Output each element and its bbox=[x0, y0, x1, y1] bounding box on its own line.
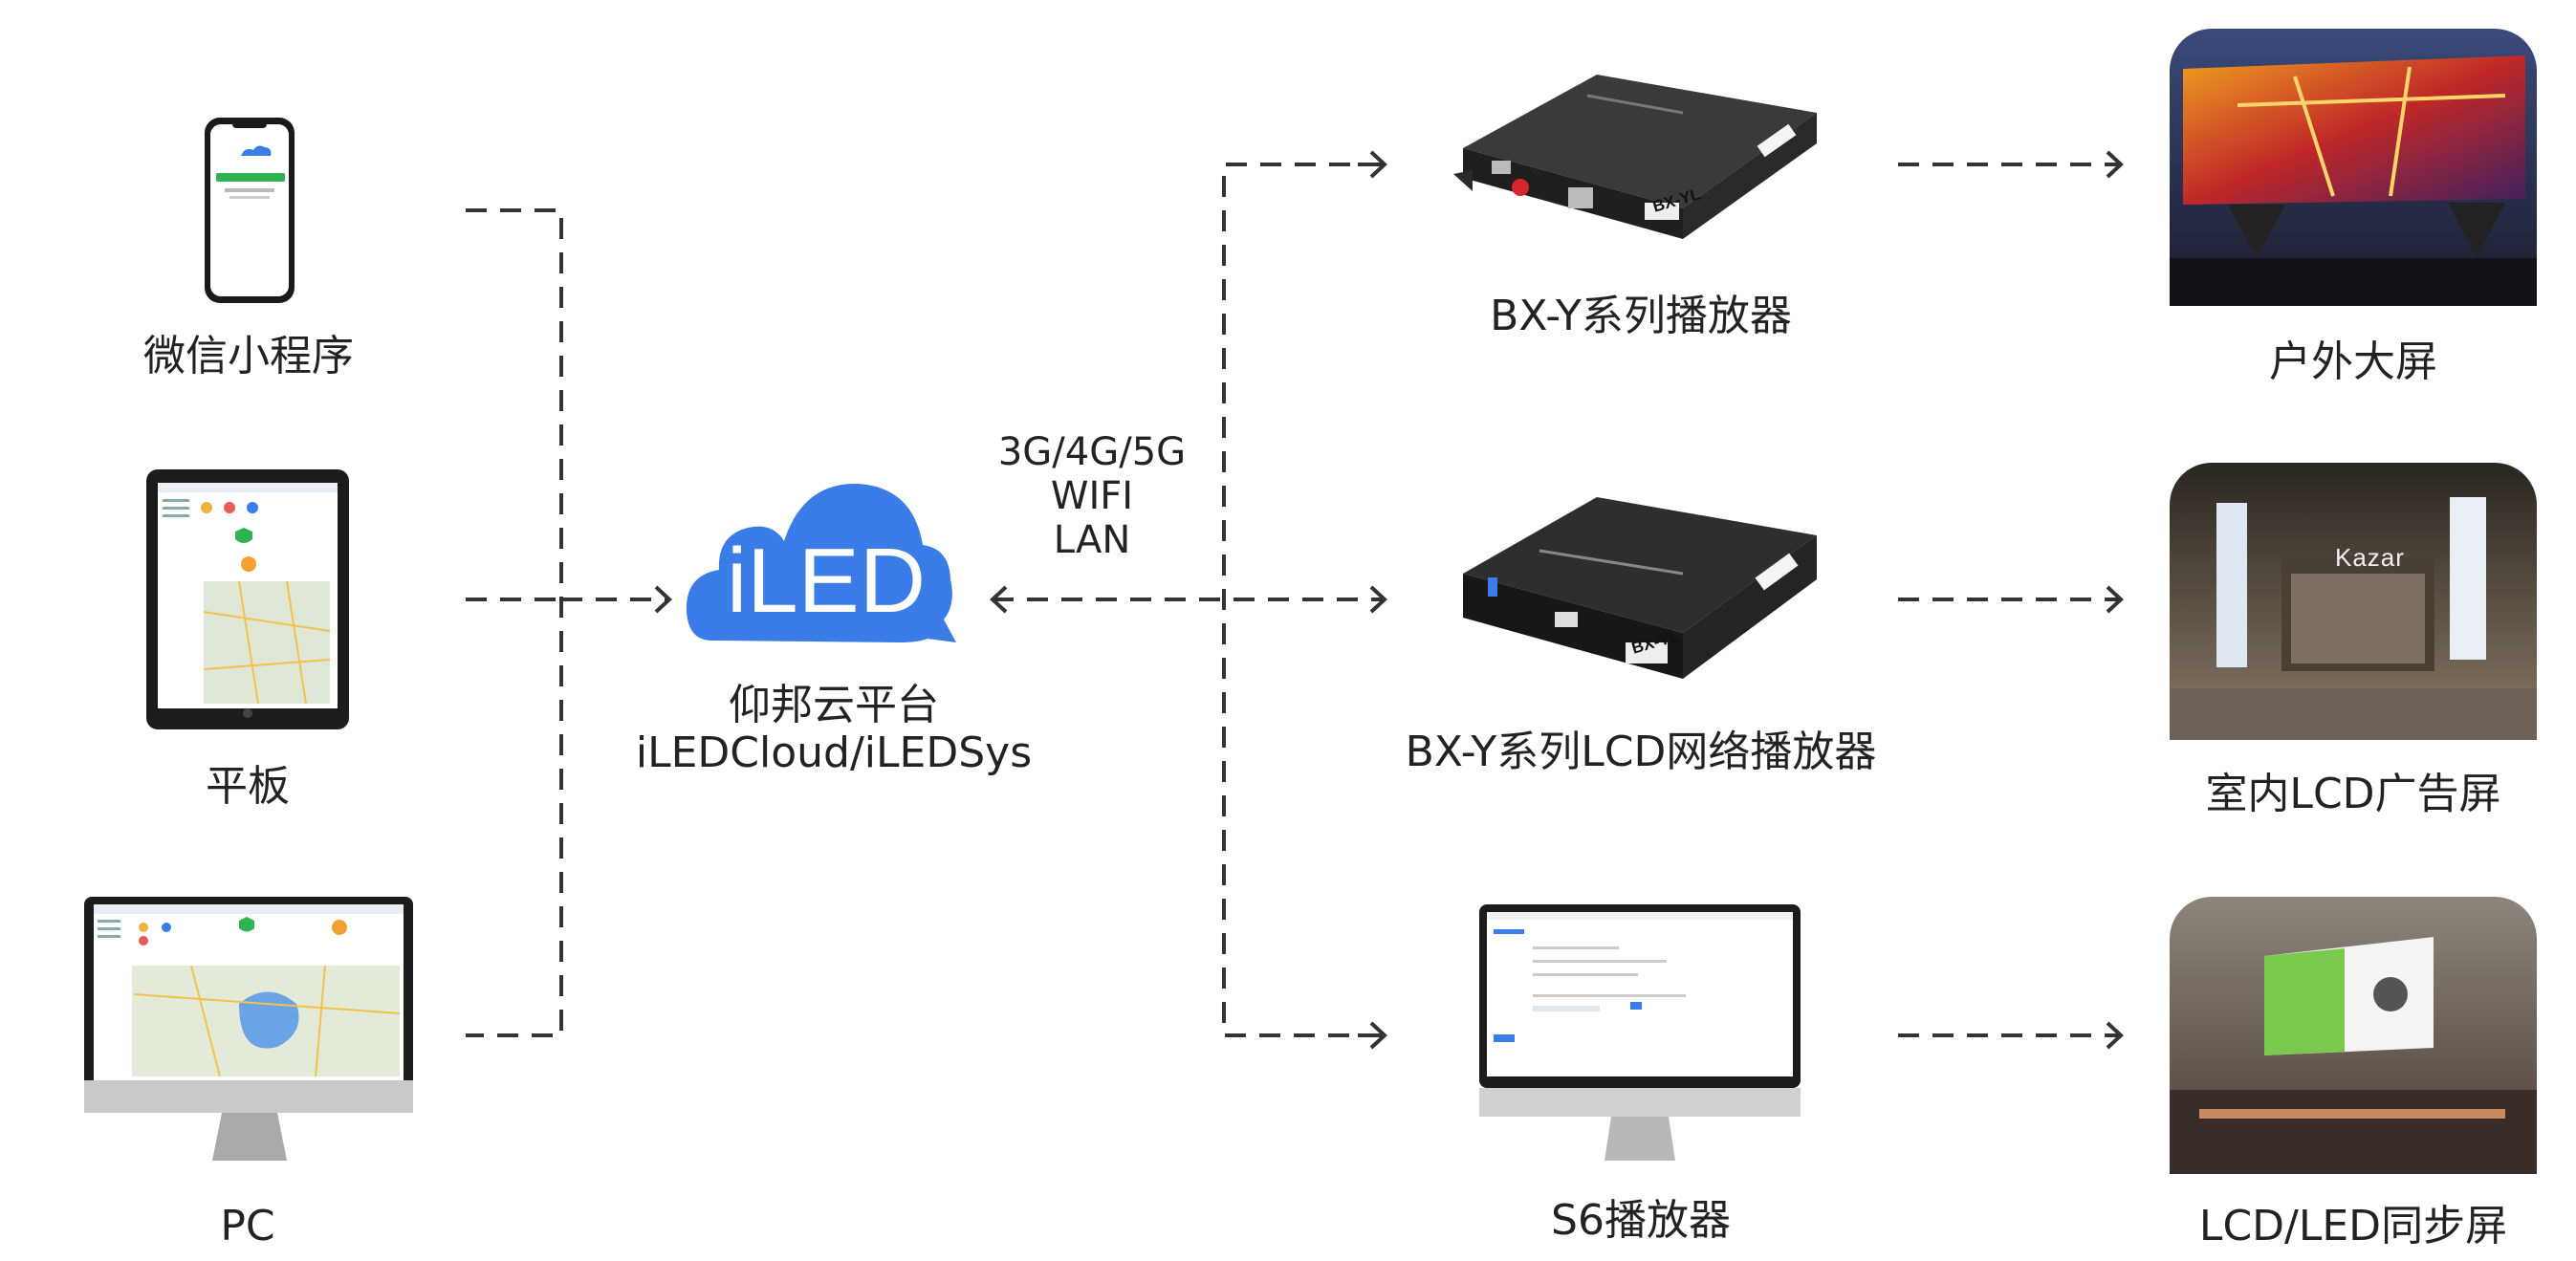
connector-players-bus bbox=[1222, 163, 1385, 1037]
usb-port-icon bbox=[1488, 577, 1497, 597]
sync-screen-photo bbox=[2170, 897, 2537, 1174]
outdoor-screen-photo bbox=[2170, 29, 2537, 306]
phone-device bbox=[205, 118, 295, 303]
s6-player-label: S6播放器 bbox=[1551, 1196, 1731, 1245]
tablet-label: 平板 bbox=[206, 762, 290, 811]
shield-icon bbox=[235, 528, 252, 543]
indoor-lcd-label: 室内LCD广告屏 bbox=[2205, 770, 2501, 818]
bxy-player-device bbox=[1453, 75, 1817, 239]
s6-player-device bbox=[1479, 904, 1801, 1161]
cloud-mini-icon bbox=[241, 145, 272, 156]
tablet-device bbox=[146, 469, 349, 729]
iled-cloud-logo bbox=[686, 483, 956, 642]
antenna-connector-icon bbox=[1512, 179, 1529, 196]
storefront-sign: Kazar bbox=[2335, 543, 2405, 572]
iled-logo-text: iLED bbox=[726, 530, 927, 632]
client-connectors bbox=[466, 208, 672, 1037]
indoor-lcd-photo bbox=[2170, 463, 2537, 740]
platform-name: 仰邦云平台 bbox=[729, 681, 939, 729]
link-lan: LAN bbox=[1053, 518, 1131, 562]
bxy-lcd-player-label: BX-Y系列LCD网络播放器 bbox=[1405, 728, 1877, 776]
sync-screen-label: LCD/LED同步屏 bbox=[2198, 1202, 2508, 1250]
bxy-player-label: BX-Y系列播放器 bbox=[1490, 292, 1792, 340]
platform-system: iLEDCloud/iLEDSys bbox=[635, 728, 1033, 777]
pc-device bbox=[84, 897, 413, 1161]
connector-clients-bus bbox=[466, 208, 563, 1037]
outdoor-screen-label: 户外大屏 bbox=[2269, 337, 2437, 386]
wechat-miniprogram-label: 微信小程序 bbox=[143, 332, 354, 380]
bxy-lcd-player-device bbox=[1463, 497, 1817, 679]
link-mobile-networks: 3G/4G/5G bbox=[997, 430, 1187, 474]
pc-label: PC bbox=[220, 1202, 275, 1250]
player-connectors bbox=[990, 150, 1387, 1050]
display-connectors bbox=[1898, 150, 2124, 1050]
link-wifi: WIFI bbox=[1050, 474, 1134, 518]
